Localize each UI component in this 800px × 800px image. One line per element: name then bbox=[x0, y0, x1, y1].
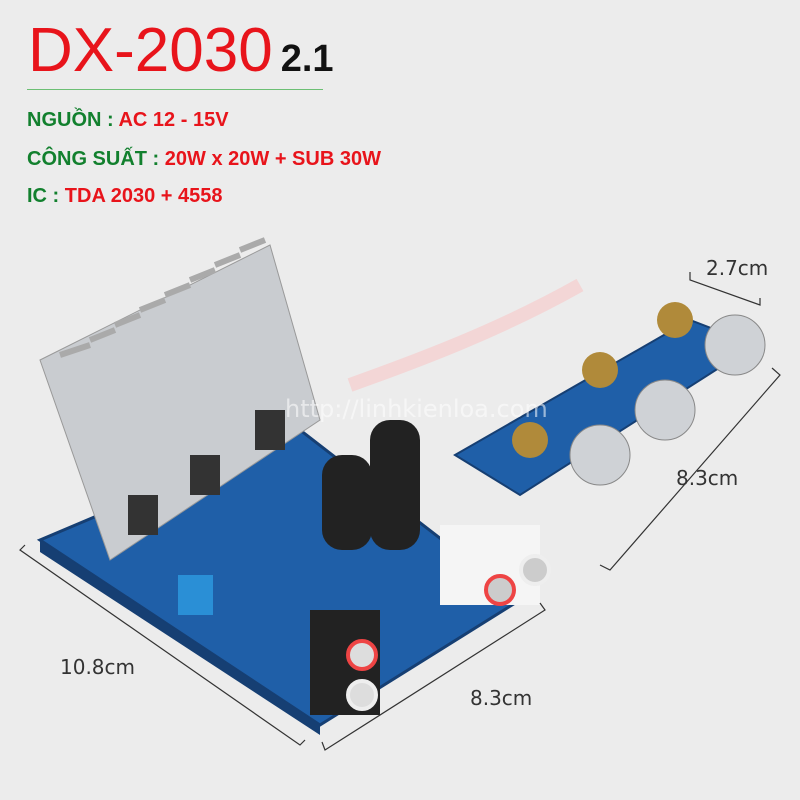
board-edge bbox=[40, 540, 320, 735]
dimension-control-length: 8.3cm bbox=[676, 466, 739, 490]
rca-socket bbox=[519, 554, 551, 586]
title-row: DX-2030 2.1 bbox=[28, 18, 334, 84]
ic-chip bbox=[255, 410, 285, 450]
heatsink-fins bbox=[59, 237, 267, 358]
spec-value: 20W x 20W + SUB 30W bbox=[164, 148, 381, 170]
spec-power: NGUỒN : AC 12 - 15V bbox=[27, 108, 229, 132]
heatsink bbox=[39, 244, 321, 561]
rca-socket bbox=[484, 574, 516, 606]
product-version: 2.1 bbox=[280, 38, 334, 80]
spec-ic: IC : TDA 2030 + 4558 bbox=[27, 184, 222, 208]
dimension-board-length: 10.8cm bbox=[60, 655, 136, 679]
capacitor bbox=[322, 455, 372, 550]
dimension-board-width: 8.3cm bbox=[470, 686, 533, 710]
spec-label: IC : bbox=[27, 185, 65, 207]
product-model-title: DX-2030 bbox=[28, 16, 273, 85]
rca-socket bbox=[346, 679, 378, 711]
spec-value: AC 12 - 15V bbox=[118, 109, 229, 131]
dimension-control-width: 2.7cm bbox=[706, 256, 769, 280]
ribbon-cable bbox=[347, 278, 584, 392]
ic-chip bbox=[190, 455, 220, 495]
dimension-lines bbox=[19, 272, 781, 751]
spec-label: CÔNG SUẤT : bbox=[27, 148, 165, 170]
spec-value: TDA 2030 + 4558 bbox=[64, 185, 223, 207]
spec-output: CÔNG SUẤT : 20W x 20W + SUB 30W bbox=[27, 147, 381, 171]
capacitor bbox=[370, 420, 420, 550]
potentiometer-knobs bbox=[512, 302, 766, 486]
ic-chip bbox=[128, 495, 158, 535]
spec-label: NGUỒN : bbox=[27, 109, 119, 131]
terminal-block bbox=[178, 575, 213, 615]
divider bbox=[27, 89, 323, 90]
watermark: http://linhkienloa.com bbox=[285, 395, 548, 423]
rca-socket bbox=[346, 639, 378, 671]
